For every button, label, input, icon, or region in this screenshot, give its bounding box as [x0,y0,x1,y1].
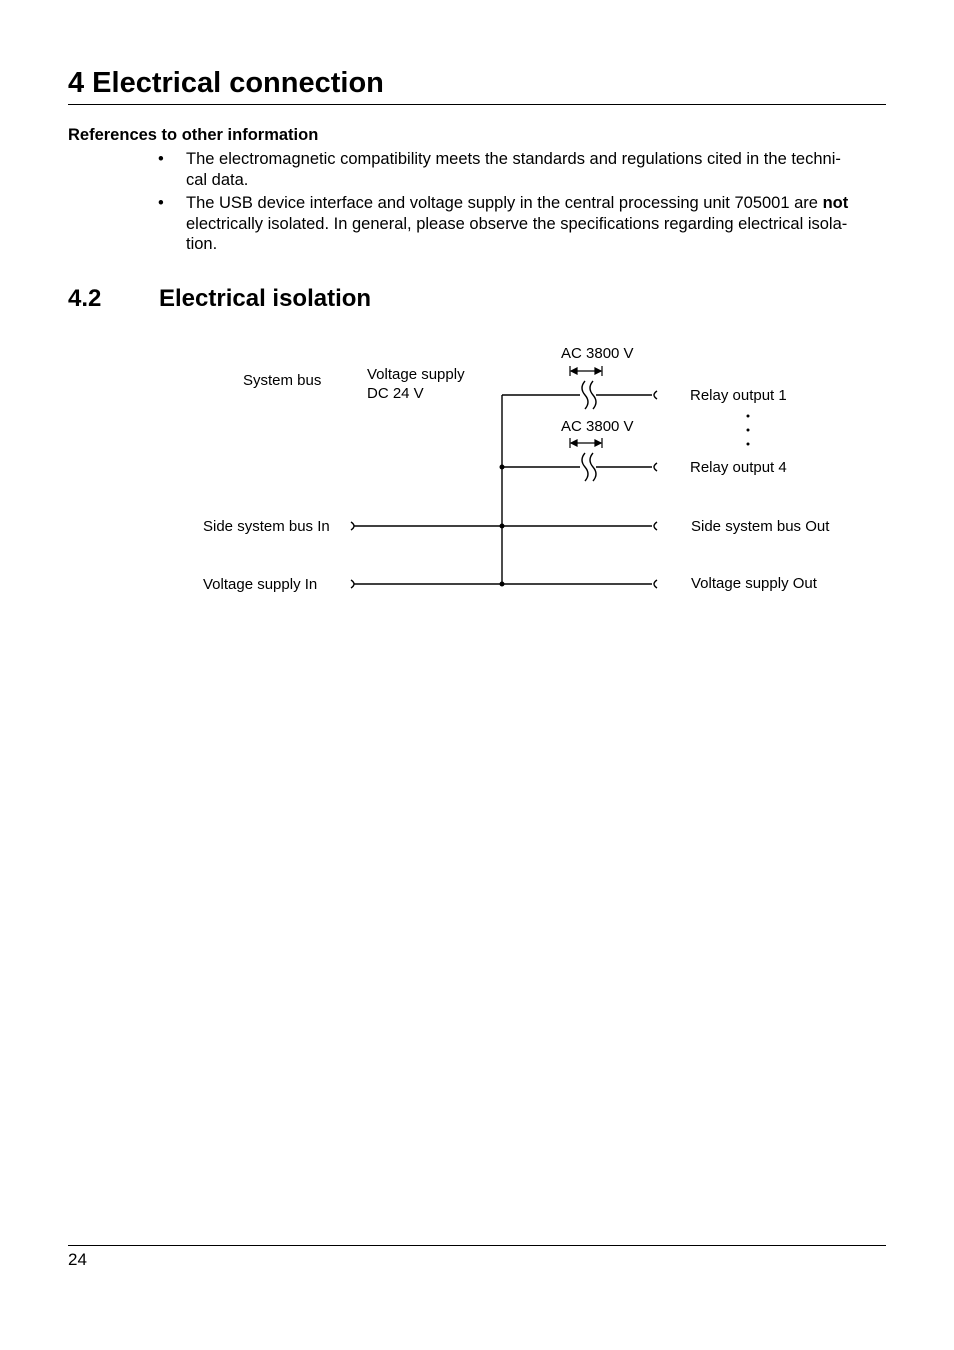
label-side-bus-in: Side system bus In [203,518,330,535]
connector-side-bus-in [350,521,355,531]
label-voltage-supply: Voltage supply [367,366,465,383]
bullet-text-line: The USB device interface and voltage sup… [186,194,823,212]
label-relay-output-1: Relay output 1 [690,387,787,404]
junction-dot [499,581,505,587]
bullet-text-line: The electromagnetic compatibility meets … [186,150,841,168]
isolation-symbol-1 [581,380,597,410]
label-voltage-dc: DC 24 V [367,385,424,402]
connector-relay-1 [653,390,658,400]
junction-dot [499,464,505,470]
references-heading: References to other information [68,126,319,144]
junction-dot [499,523,505,529]
footer-rule [68,1245,886,1246]
connector-side-bus-out [653,521,658,531]
ellipsis-dot [746,442,750,446]
bullet-text-line: electrically isolated. In general, pleas… [186,214,848,233]
bullet-marker: • [158,150,164,168]
chapter-title: 4 Electrical connection [68,67,384,99]
arrowhead [594,439,603,447]
emphasis-not: not [822,194,849,212]
ellipsis-dot [746,428,750,432]
bullet-marker: • [158,194,164,212]
isolation-symbol-2 [581,452,597,482]
label-system-bus: System bus [243,372,321,389]
arrowhead [569,367,578,375]
connector-voltage-out [653,579,658,589]
label-voltage-out: Voltage supply Out [691,575,818,592]
list-item: • The electromagnetic compatibility meet… [68,149,886,190]
label-voltage-in: Voltage supply In [203,576,317,593]
section-number: 4.2 [68,285,102,312]
label-isolation-1: AC 3800 V [561,345,634,362]
ellipsis-dot [746,414,750,418]
page-number: 24 [68,1250,87,1269]
bullet-text-line: tion. [186,235,218,253]
references-list: • The electromagnetic compatibility meet… [68,149,886,258]
arrowhead [594,367,603,375]
connector-voltage-in [350,579,355,589]
connector-relay-4 [653,462,658,472]
isolation-diagram: System bus Voltage supply DC 24 V AC 380… [203,345,830,593]
label-relay-output-4: Relay output 4 [690,459,787,476]
arrowhead [569,439,578,447]
bullet-text-line: cal data. [186,170,249,189]
label-isolation-2: AC 3800 V [561,418,634,435]
list-item: • The USB device interface and voltage s… [68,193,886,255]
section-title: 4.2 Electrical isolation [68,283,371,315]
label-side-bus-out: Side system bus Out [691,518,830,535]
section-title-text: Electrical isolation [159,285,372,312]
header-rule [68,104,886,105]
